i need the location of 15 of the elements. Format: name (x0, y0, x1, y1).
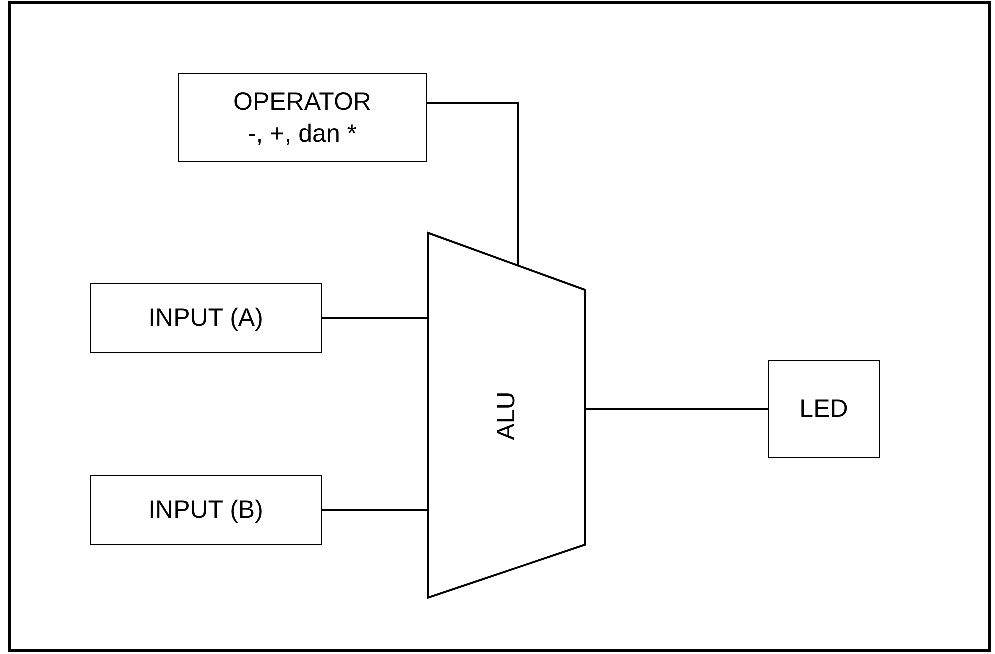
connector-line (322, 317, 428, 319)
process-box (90, 475, 322, 545)
block-label: ALU (492, 391, 522, 440)
box-label: LED (800, 394, 848, 425)
connector-line (322, 509, 428, 511)
box-label: -, +, dan * (248, 118, 358, 150)
connector-line (585, 408, 768, 410)
process-box (178, 73, 427, 162)
box-label: OPERATOR (234, 86, 372, 118)
process-box (90, 283, 322, 353)
trapezoid-block (428, 233, 585, 598)
connector-line (427, 102, 519, 266)
process-box (768, 360, 880, 458)
box-label: INPUT (A) (148, 303, 264, 334)
box-label: INPUT (B) (148, 495, 264, 526)
